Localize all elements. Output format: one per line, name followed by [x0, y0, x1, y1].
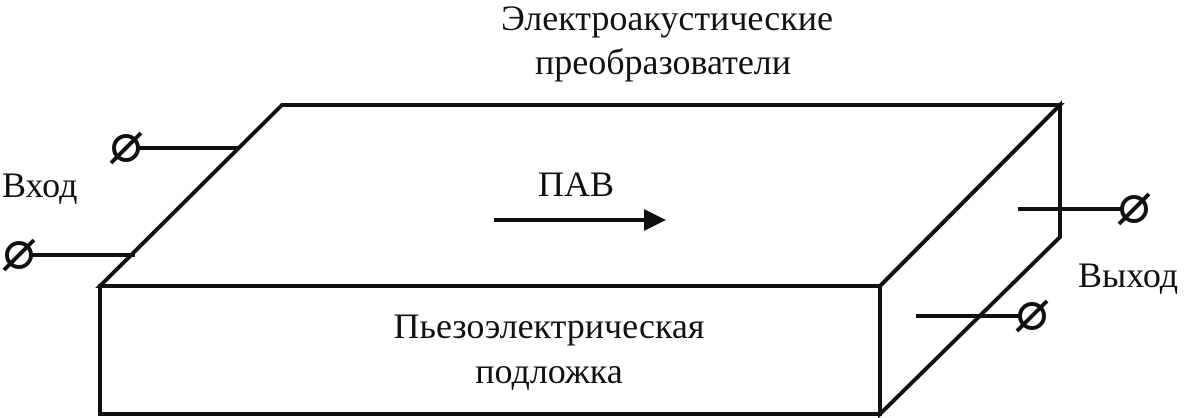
- output-label: Выход: [1078, 255, 1178, 295]
- saw-label: ПАВ: [538, 164, 614, 204]
- substrate-side-face: [878, 100, 1062, 418]
- substrate-label-line2: подложка: [475, 351, 622, 391]
- substrate-slab: [95, 100, 1065, 418]
- input-terminal-top: [109, 131, 238, 165]
- substrate-label-line1: Пьезоэлектрическая: [394, 306, 705, 346]
- input-label: Вход: [2, 165, 77, 205]
- arrow-right-icon: [494, 209, 666, 231]
- transducers-label-line2: преобразователи: [535, 42, 791, 82]
- output-terminal-top: [1018, 192, 1151, 226]
- input-terminal-bottom: [2, 238, 135, 272]
- output-terminal-bottom: [916, 299, 1049, 333]
- transducers-label-line1: Электроакустические: [501, 0, 833, 38]
